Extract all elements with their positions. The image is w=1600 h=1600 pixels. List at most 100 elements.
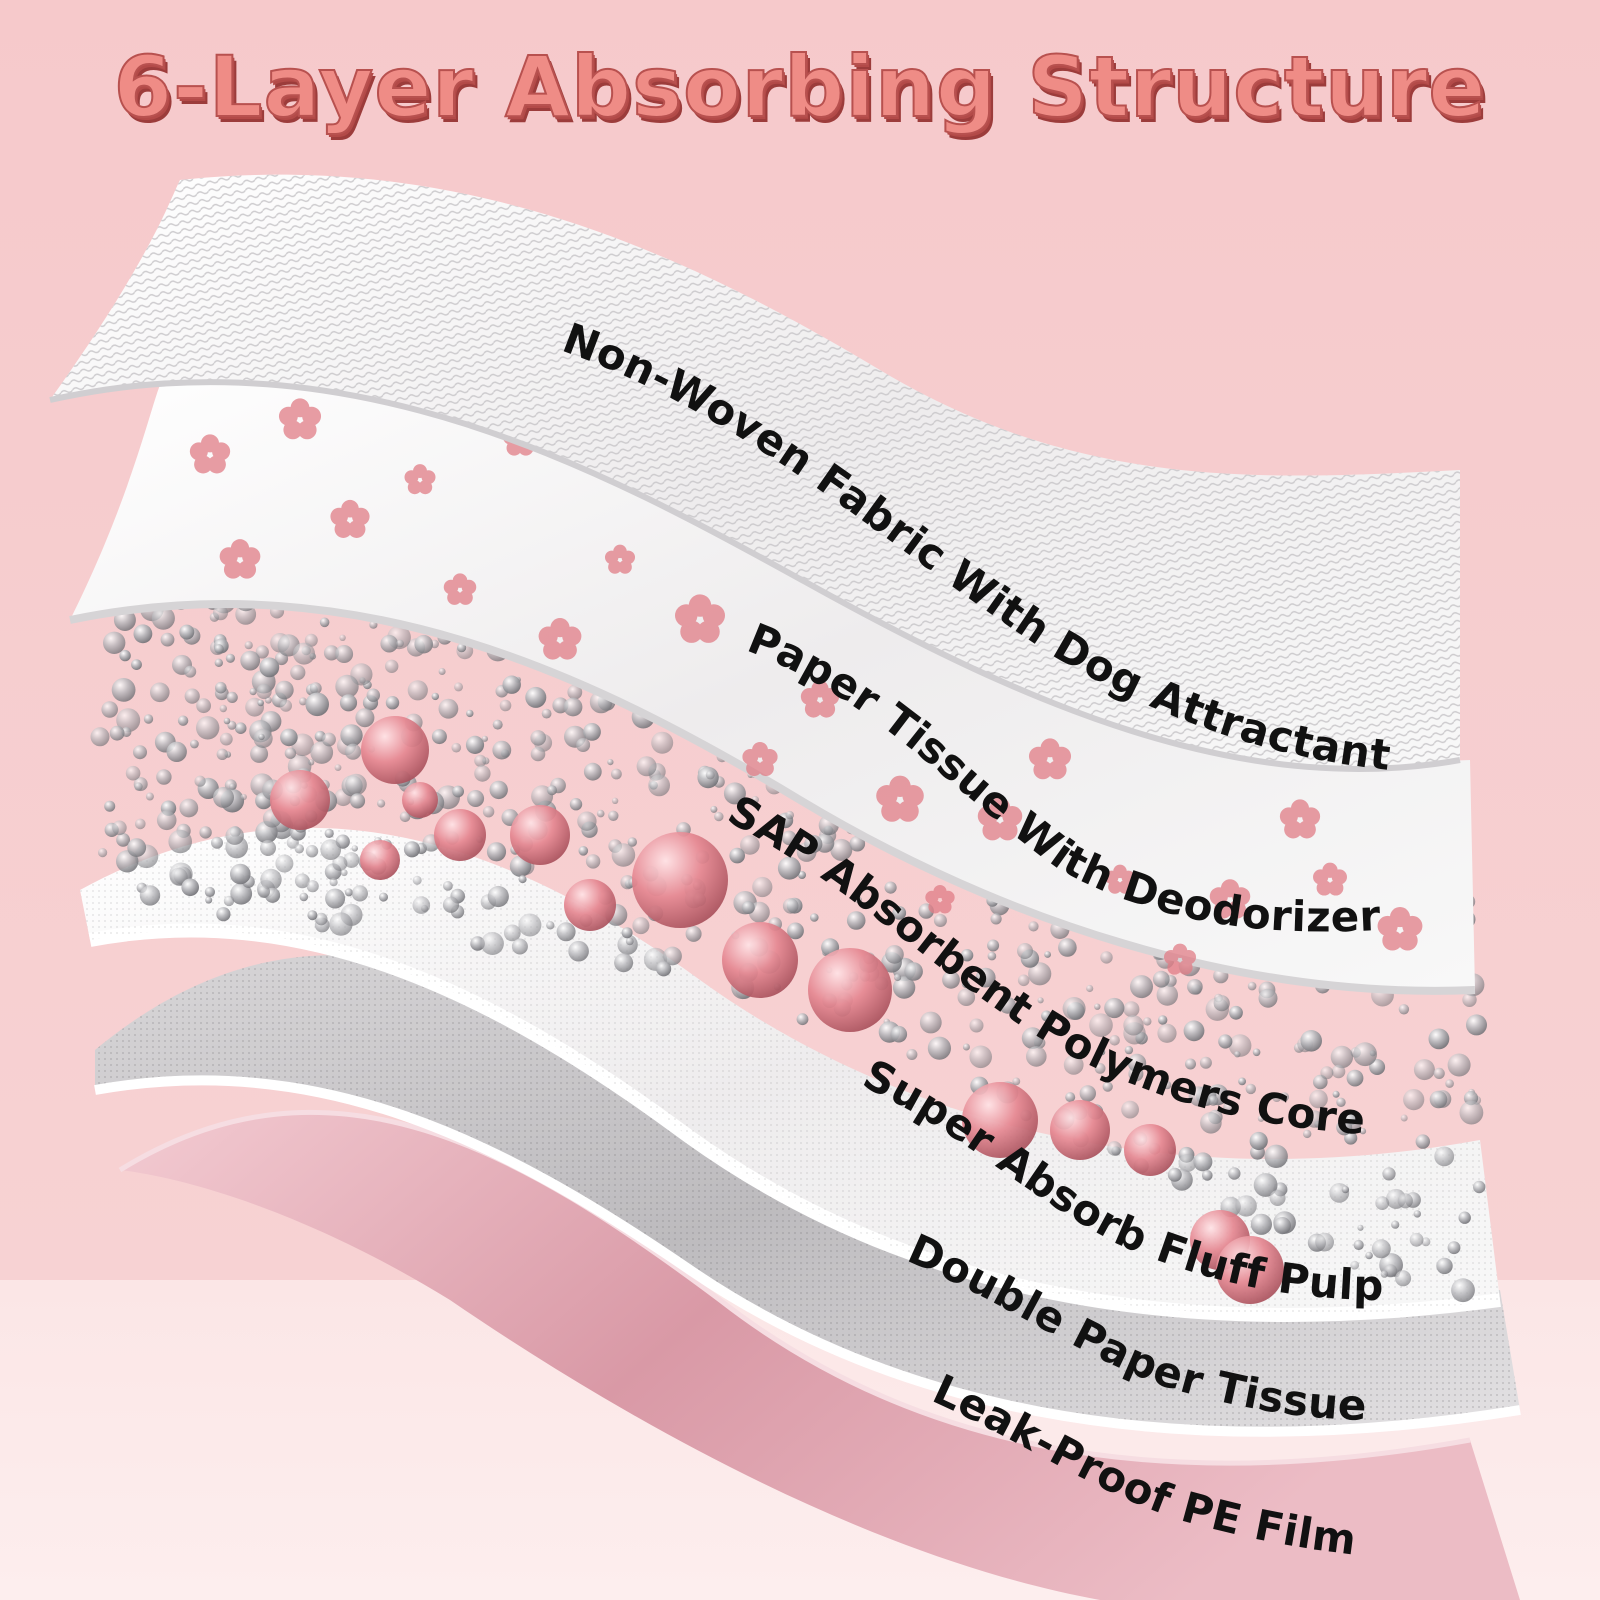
- sap-bead: [1185, 1058, 1196, 1070]
- sap-bead: [324, 828, 334, 839]
- sap-bead: [385, 696, 400, 710]
- sap-bead: [366, 688, 380, 702]
- sap-bead: [782, 898, 799, 914]
- sap-bead: [305, 845, 319, 858]
- sap-bead: [525, 686, 547, 708]
- sap-bead: [482, 806, 495, 818]
- sap-bead: [961, 980, 970, 989]
- sap-bead: [1143, 1017, 1152, 1026]
- sap-bead: [1309, 1089, 1328, 1109]
- sap-bead: [166, 741, 187, 762]
- sap-bead: [798, 871, 806, 879]
- sap-bead: [999, 996, 1016, 1014]
- sap-bead: [143, 714, 154, 724]
- sap-bead: [181, 878, 199, 897]
- sap-bead: [1397, 1193, 1413, 1209]
- sap-bead: [741, 901, 755, 914]
- sap-bead: [309, 682, 322, 695]
- sap-bead: [211, 836, 223, 849]
- sap-bead: [1213, 995, 1230, 1012]
- sap-bead: [1382, 1167, 1396, 1181]
- sap-bead: [1264, 1144, 1288, 1169]
- sap-bead: [1403, 1089, 1425, 1111]
- sap-bead: [403, 841, 421, 858]
- sap-bead: [1094, 1063, 1106, 1074]
- sap-bead: [942, 970, 960, 989]
- sap-bead: [134, 782, 143, 791]
- sap-bead: [1156, 984, 1179, 1006]
- sap-bead: [892, 906, 907, 920]
- sap-bead: [190, 739, 199, 749]
- sap-bead: [685, 925, 702, 942]
- sap-bead: [355, 708, 375, 728]
- sap-bead: [101, 701, 118, 718]
- sap-bead: [213, 786, 234, 808]
- sap-bead: [133, 745, 147, 760]
- sap-bead: [777, 856, 801, 880]
- sap-bead: [804, 834, 823, 854]
- sap-bead: [467, 790, 485, 807]
- sap-bead: [611, 797, 619, 804]
- sap-bead: [325, 888, 346, 909]
- sap-bead: [349, 793, 366, 809]
- sap-bead: [1183, 1020, 1205, 1042]
- sap-bead: [1415, 1134, 1431, 1149]
- sap-bead: [752, 876, 773, 898]
- sap-bead: [567, 684, 583, 700]
- sap-bead: [150, 682, 170, 703]
- sap-bead-pink: [1216, 1236, 1284, 1304]
- sap-bead: [412, 896, 431, 914]
- sap-bead: [503, 924, 521, 942]
- sap-bead: [314, 912, 328, 926]
- sap-bead: [299, 892, 309, 902]
- sap-bead: [1199, 1056, 1212, 1069]
- sap-bead: [229, 783, 236, 791]
- sap-bead: [204, 886, 215, 898]
- sap-bead: [781, 830, 797, 846]
- sap-bead: [1058, 938, 1077, 957]
- sap-bead: [168, 829, 192, 854]
- sap-bead: [260, 840, 276, 856]
- sap-bead: [892, 976, 916, 999]
- sap-bead: [230, 882, 253, 905]
- sap-bead: [257, 699, 265, 707]
- sap-bead: [1341, 1185, 1350, 1194]
- sap-bead: [275, 854, 294, 873]
- sap-bead: [109, 725, 125, 741]
- sap-bead: [279, 699, 292, 712]
- sap-bead: [335, 645, 354, 663]
- sap-bead: [1429, 1090, 1448, 1109]
- sap-bead: [125, 765, 141, 781]
- sap-bead: [133, 624, 153, 644]
- sap-bead: [145, 792, 154, 801]
- sap-bead: [578, 846, 589, 856]
- sap-bead: [1063, 1054, 1084, 1075]
- sap-bead-pink: [510, 805, 570, 865]
- sap-bead: [1123, 1015, 1144, 1036]
- sap-bead: [1208, 1095, 1219, 1106]
- sap-bead: [849, 835, 866, 852]
- sap-bead: [1100, 951, 1113, 964]
- sap-bead: [583, 762, 602, 781]
- sap-bead: [1218, 1034, 1233, 1049]
- sap-bead: [1315, 1232, 1334, 1252]
- sap-bead: [723, 782, 746, 805]
- sap-bead: [339, 634, 346, 641]
- sap-bead: [454, 682, 463, 692]
- sap-bead: [1130, 975, 1153, 999]
- sap-bead: [1028, 921, 1039, 932]
- sap-bead: [1202, 1170, 1213, 1181]
- sap-bead: [1305, 1110, 1324, 1128]
- layer-pe-film: [118, 1109, 1520, 1600]
- sap-bead: [957, 988, 976, 1006]
- sap-bead: [230, 863, 251, 885]
- sap-bead: [294, 873, 310, 889]
- sap-bead: [1303, 1129, 1312, 1139]
- sap-bead: [339, 694, 358, 712]
- sap-bead: [1123, 1001, 1140, 1018]
- sap-bead: [486, 842, 507, 862]
- sap-bead-pink: [402, 782, 438, 818]
- sap-bead-pink: [564, 879, 616, 931]
- sap-bead: [1178, 1154, 1197, 1172]
